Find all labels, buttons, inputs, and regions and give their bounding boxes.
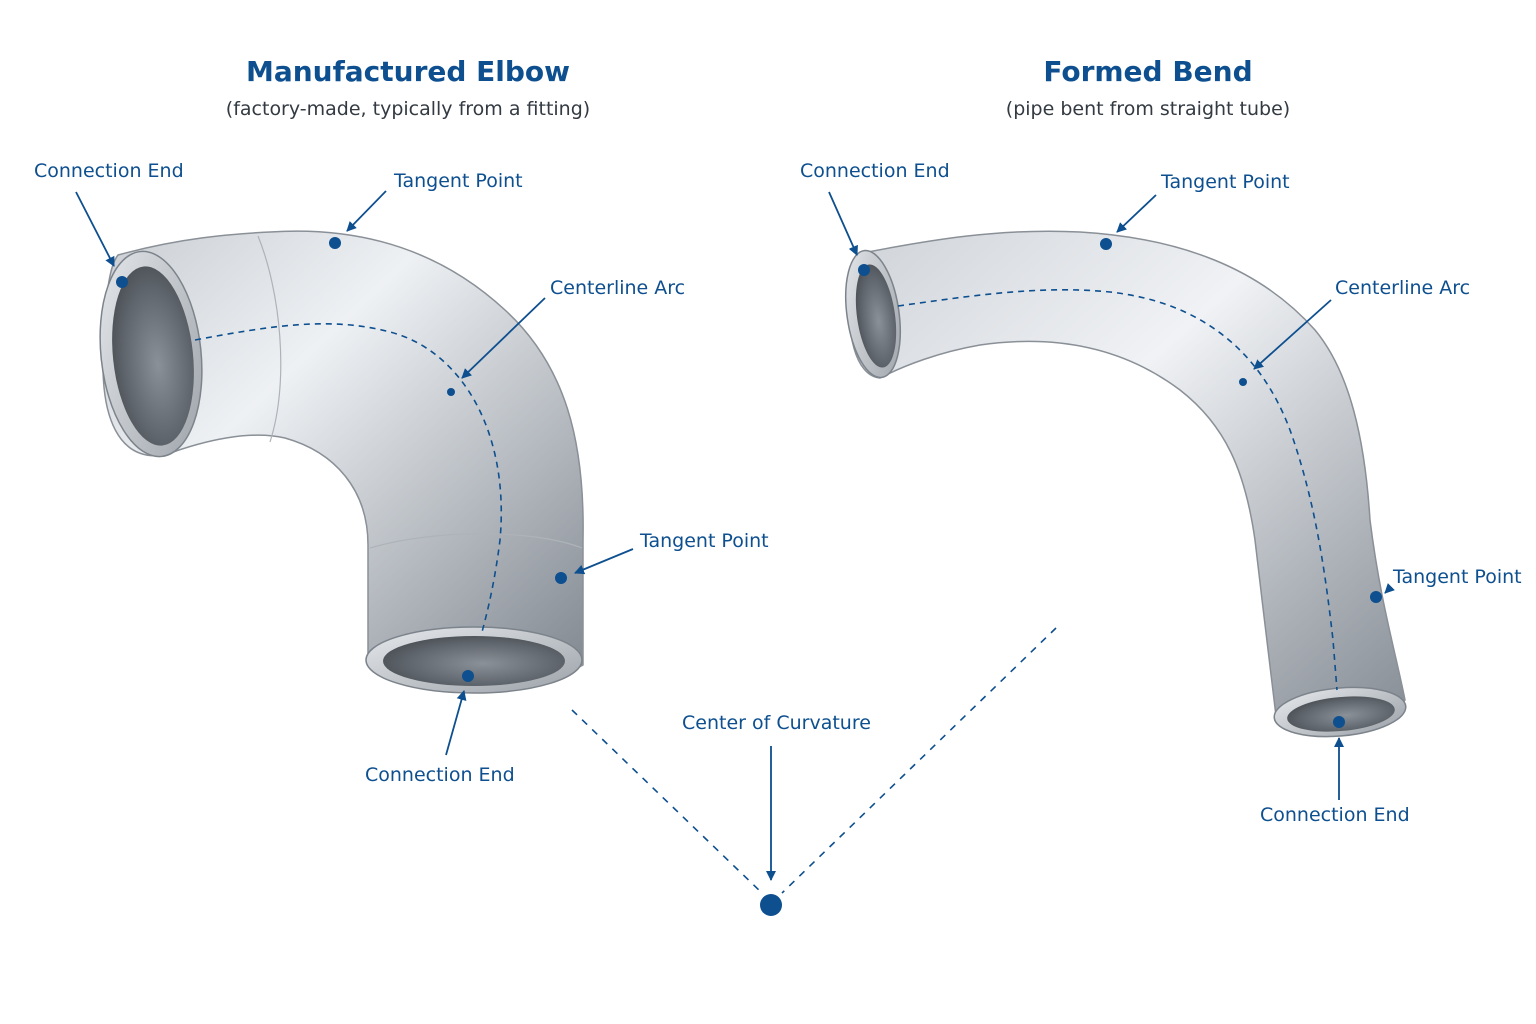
right-label-tangent-point-top: Tangent Point: [1161, 171, 1290, 193]
bend-connection-end-top-dot: [858, 264, 870, 276]
bend-centerline-dot: [1239, 378, 1247, 386]
bend-top-bore: [855, 264, 897, 368]
right-subtitle: (pipe bent from straight tube): [1005, 98, 1291, 120]
center-of-curvature-dot: [760, 894, 782, 916]
bend-tangent-point-top-dot: [1100, 238, 1112, 250]
elbow-centerline-arrow: [461, 297, 546, 379]
bend-connection-end-top-arrow: [828, 191, 858, 256]
bend-tangent-point-bottom-arrow: [1384, 583, 1395, 594]
left-title: Manufactured Elbow: [245, 55, 571, 88]
left-label-centerline-arc: Centerline Arc: [550, 277, 686, 299]
bend-tangent-point-top-arrow: [1116, 194, 1157, 233]
elbow-connection-end-bottom-arrow: [445, 690, 467, 756]
bend-bottom-bore: [1287, 696, 1395, 732]
elbow-seam-top: [257, 235, 282, 443]
right-label-connection-end-top: Connection End: [800, 160, 950, 182]
left-label-tangent-point-top: Tangent Point: [394, 170, 523, 192]
right-label-centerline-arc: Centerline Arc: [1335, 277, 1471, 299]
formed-bend: [828, 191, 1407, 800]
left-subtitle: (factory-made, typically from a fitting): [225, 98, 591, 120]
center-of-curvature-label: Center of Curvature: [682, 712, 871, 734]
left-label-tangent-point-bottom: Tangent Point: [640, 530, 769, 552]
elbow-tangent-point-bottom-dot: [555, 572, 567, 584]
curvature-dashed-line-left: [571, 709, 763, 894]
bend-tangent-point-bottom-dot: [1370, 591, 1382, 603]
curvature-dashed-line-right: [781, 627, 1057, 894]
bend-connection-end-bottom-dot: [1333, 716, 1345, 728]
bend-body: [849, 230, 1406, 731]
elbow-tangent-point-bottom-arrow: [574, 548, 634, 575]
bend-centerline-arc: [897, 289, 1338, 691]
elbow-centerline-dot: [447, 388, 455, 396]
elbow-bottom-bore: [383, 636, 565, 686]
elbow-top-bore: [112, 266, 194, 446]
manufactured-elbow: [75, 190, 634, 756]
bend-centerline-arrow: [1253, 299, 1332, 370]
elbow-centerline-arc: [194, 323, 502, 633]
right-label-connection-end-bottom: Connection End: [1260, 804, 1410, 826]
elbow-tangent-point-top-dot: [329, 237, 341, 249]
elbow-connection-end-top-dot: [116, 276, 128, 288]
left-label-connection-end-top: Connection End: [34, 160, 184, 182]
elbow-seam-bottom: [369, 533, 583, 549]
elbow-connection-end-top-arrow: [75, 191, 115, 267]
left-label-connection-end-bottom: Connection End: [365, 764, 515, 786]
elbow-tangent-point-top-arrow: [346, 190, 387, 232]
elbow-connection-end-bottom-dot: [462, 670, 474, 682]
right-label-tangent-point-bottom: Tangent Point: [1393, 566, 1522, 588]
right-title: Formed Bend: [1043, 55, 1253, 88]
center-of-curvature-group: [571, 627, 1057, 916]
